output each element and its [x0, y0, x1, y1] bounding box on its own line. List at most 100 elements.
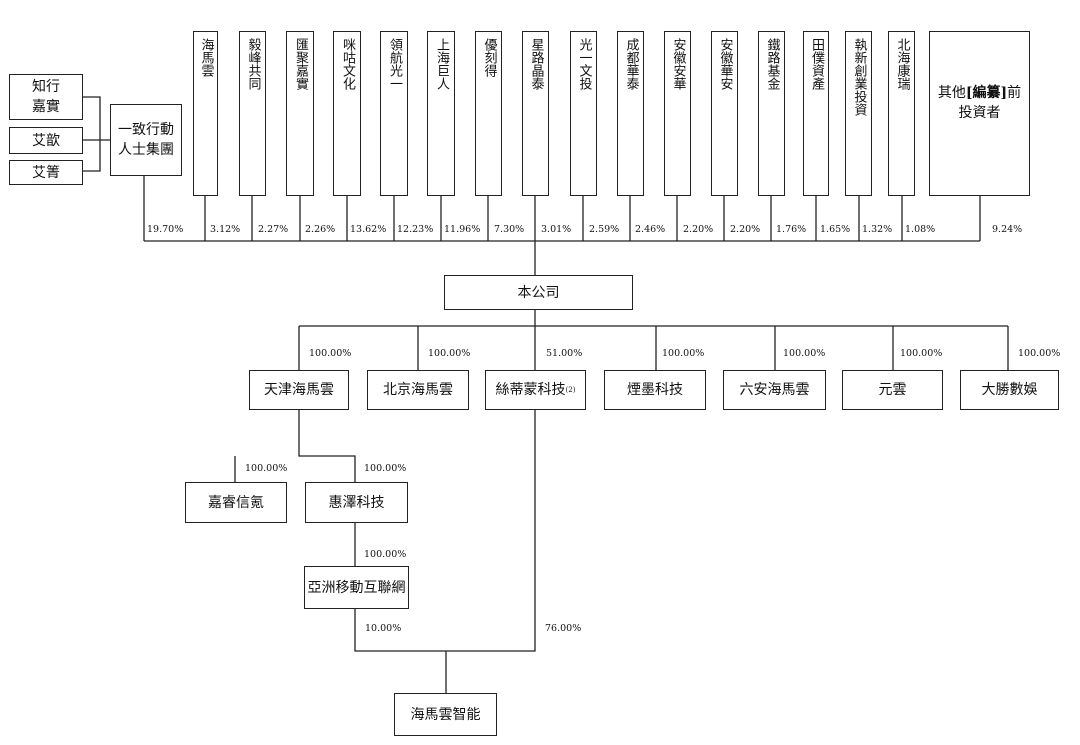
subsidiary-label: 絲蒂蒙科技: [495, 382, 566, 398]
shareholder-pct: 1.32%: [862, 224, 893, 235]
final-company-box: 海馬雲智能: [394, 693, 497, 736]
shareholder-pct: 2.59%: [589, 224, 620, 235]
subsidiary-label: 北京海馬雲: [383, 382, 453, 398]
sub-label: 惠澤科技: [328, 494, 385, 511]
founder-box-aixin: 艾歆: [9, 127, 83, 154]
sub-box-huize: 惠澤科技: [305, 482, 408, 523]
shareholder-pct: 19.70%: [147, 224, 184, 235]
shareholder-pct: 13.62%: [350, 224, 387, 235]
other-investors-line2: 投資者: [958, 104, 1001, 121]
subsidiary-box-tianjin: 天津海馬雲: [249, 370, 349, 410]
company-box: 本公司: [444, 275, 633, 310]
shareholder-pct: 11.96%: [444, 224, 481, 235]
investor-label: 安徽華安: [717, 38, 733, 90]
concert-group-label: 一致行動 人士集團: [118, 122, 174, 158]
subsidiary-box-dasheng: 大勝數娛: [960, 370, 1059, 410]
investor-label: 海馬雲: [198, 38, 214, 77]
investor-box: 執新創業投資: [845, 31, 872, 196]
investor-label: 執新創業投資: [851, 38, 867, 116]
investor-box: 海馬雲: [193, 31, 218, 196]
investor-box: 成都華泰: [617, 31, 644, 196]
shareholder-pct: 1.08%: [905, 224, 936, 235]
other-investors-post: 前: [1007, 84, 1022, 101]
investor-label: 安徽安華: [670, 38, 686, 90]
asia-mobile-pct: 100.00%: [364, 549, 407, 560]
subsidiary-pct: 100.00%: [1018, 348, 1061, 359]
founder-box-zhixing-jiashi: 知行 嘉實: [9, 74, 83, 120]
shareholder-pct: 12.23%: [397, 224, 434, 235]
shareholder-pct: 2.20%: [730, 224, 761, 235]
shareholder-pct: 1.76%: [776, 224, 807, 235]
shareholder-pct: 3.01%: [541, 224, 572, 235]
founder-label: 知行 嘉實: [32, 79, 60, 115]
final-company-label: 海馬雲智能: [410, 706, 481, 723]
investor-box: 上海巨人: [427, 31, 455, 196]
investor-label: 星路晶泰: [528, 38, 544, 90]
investor-label: 田僕資產: [809, 38, 824, 90]
shareholder-pct: 2.20%: [683, 224, 714, 235]
other-investors-box: 其他[編纂]前 投資者: [929, 31, 1030, 196]
founder-label: 艾歆: [32, 132, 60, 149]
subsidiary-pct: 100.00%: [309, 348, 352, 359]
investor-label: 領航光一: [387, 38, 402, 90]
investor-box: 星路晶泰: [522, 31, 549, 196]
subsidiary-label: 煙墨科技: [627, 382, 683, 398]
subsidiary-label: 大勝數娛: [981, 382, 1038, 398]
subsidiary-label: 六安海馬雲: [739, 382, 810, 398]
investor-box: 安徽安華: [664, 31, 691, 196]
tianjin-sub-pct: 100.00%: [364, 463, 407, 474]
asia-mobile-label: 亞洲移動互聯網: [307, 579, 406, 596]
investor-label: 毅峰共同: [245, 38, 261, 90]
subsidiary-pct: 100.00%: [783, 348, 826, 359]
other-investors-redacted: [編纂]: [965, 84, 1008, 101]
investor-box: 匯聚嘉實: [286, 31, 314, 196]
investor-label: 北海康瑞: [894, 38, 910, 90]
shareholder-pct: 2.27%: [258, 224, 289, 235]
subsidiary-label: 天津海馬雲: [264, 382, 334, 398]
subsidiary-pct: 100.00%: [428, 348, 471, 359]
investor-box: 毅峰共同: [239, 31, 266, 196]
investor-box: 咪咕文化: [333, 31, 361, 196]
subsidiary-box-luan: 六安海馬雲: [723, 370, 826, 410]
shareholder-pct: 7.30%: [494, 224, 525, 235]
sub-box-jiarui: 嘉睿信氪: [185, 482, 287, 523]
final-pct-from-asia: 10.00%: [365, 623, 402, 634]
subsidiary-box-yanmo: 煙墨科技: [604, 370, 706, 410]
investor-box: 安徽華安: [711, 31, 738, 196]
investor-box: 光一文投: [570, 31, 597, 196]
investor-box: 優刻得: [475, 31, 502, 196]
asia-mobile-box: 亞洲移動互聯網: [304, 566, 409, 609]
company-label: 本公司: [517, 284, 560, 301]
footnote-marker: (2): [565, 386, 576, 394]
investor-box: 領航光一: [380, 31, 408, 196]
shareholder-pct: 2.46%: [635, 224, 666, 235]
subsidiary-box-sidimeng: 絲蒂蒙科技(2): [485, 370, 586, 410]
founder-box-aiqing: 艾箐: [9, 160, 83, 185]
final-pct-from-sidi: 76.00%: [545, 623, 582, 634]
tianjin-sub-pct: 100.00%: [245, 463, 288, 474]
subsidiary-pct: 100.00%: [900, 348, 943, 359]
shareholder-pct: 9.24%: [992, 224, 1023, 235]
investor-label: 匯聚嘉實: [293, 38, 308, 90]
investor-label: 上海巨人: [434, 38, 449, 90]
investor-label: 鐵路基金: [764, 38, 780, 90]
subsidiary-pct: 100.00%: [662, 348, 705, 359]
shareholder-pct: 1.65%: [820, 224, 851, 235]
subsidiary-box-beijing: 北京海馬雲: [367, 370, 469, 410]
other-investors-pre: 其他: [937, 84, 966, 101]
investor-box: 鐵路基金: [758, 31, 785, 196]
investor-box: 田僕資產: [803, 31, 829, 196]
investor-label: 優刻得: [481, 38, 497, 77]
investor-label: 成都華泰: [623, 38, 639, 90]
subsidiary-pct: 51.00%: [546, 348, 583, 359]
subsidiary-label: 元雲: [878, 382, 907, 398]
sub-label: 嘉睿信氪: [208, 494, 264, 511]
shareholder-pct: 2.26%: [305, 224, 336, 235]
investor-box: 北海康瑞: [888, 31, 915, 196]
founder-label: 艾箐: [32, 164, 60, 181]
investor-label: 光一文投: [576, 38, 592, 90]
subsidiary-box-yuanyun: 元雲: [842, 370, 943, 410]
concert-group-box: 一致行動 人士集團: [110, 104, 182, 176]
shareholder-pct: 3.12%: [210, 224, 241, 235]
